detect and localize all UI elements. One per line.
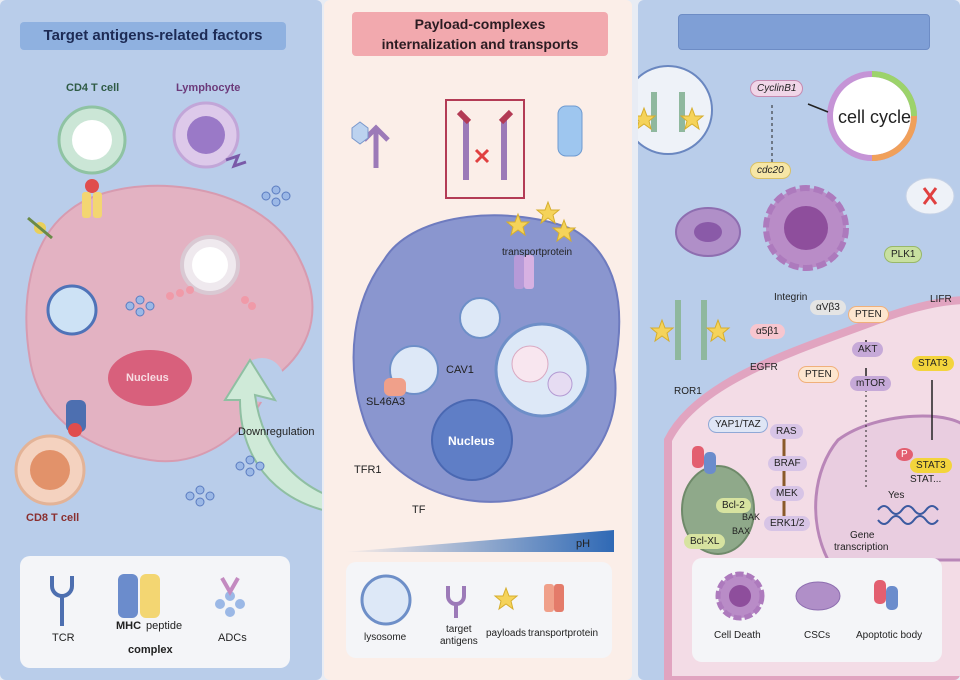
ph-gradient [344,530,614,552]
left-panel-illustration [14,101,322,511]
lysosome-icon [360,574,412,626]
test-tube [557,105,583,157]
legend-complex: complex [128,644,173,656]
a5b1-node: α5β1 [750,324,785,339]
legend-cell-death: Cell Death [714,630,761,641]
bclxl-node: Bcl-XL [684,534,726,549]
gene-transcription-line1: Gene [850,530,875,541]
vesicle-blue [46,284,98,336]
right-panel: CyclinB1 cell cycle cdc20 PLK1 Integrin … [638,0,960,680]
lymphocyte-label: Lymphocyte [176,82,241,94]
cd8-t-cell-label: CD8 T cell [26,512,80,524]
right-nucleus [814,414,960,562]
braf-node: BRAF [768,456,807,471]
downregulation-arrow [223,358,322,511]
ph-label: pH [576,538,591,550]
tcr-icon [50,576,74,626]
ror1-label: ROR1 [674,386,702,397]
stat3-nuclear-node: STAT3 [910,458,952,473]
bak-label: BAK [742,512,761,522]
phospho-badge: P [896,448,913,461]
ras-node: RAS [770,424,803,439]
avb3-node: αVβ3 [810,300,846,315]
sl46a3-label: SL46A3 [366,396,406,408]
csc-icon [795,581,841,611]
legend-tcr: TCR [52,632,75,644]
apoptotic-body-cluster [692,446,716,474]
transportprotein-label: transportprotein [502,247,573,258]
legend-apoptotic-body: Apoptotic body [856,630,923,641]
left-panel: Target antigens-related factors [0,0,322,680]
legend-target-line1: target [446,624,472,635]
cdc20-node: cdc20 [750,162,791,179]
pten-top-node: PTEN [848,306,889,323]
legend-peptide: peptide [146,620,183,632]
middle-nucleus [431,399,513,481]
cyclinb1-node: CyclinB1 [750,80,804,97]
akt-node: AKT [852,342,884,357]
bax-label: BAX [732,526,751,536]
sl46a3-transporter [384,378,406,396]
transportprotein-icon [544,584,554,612]
cav1-label: CAV1 [446,364,474,376]
legend-payloads: payloads [486,628,527,639]
middle-title-line2: internalization and transports [381,36,579,52]
antibody-inset [445,99,525,199]
mhc-icon [118,574,138,618]
downregulation-label: Downregulation [238,426,315,438]
plk1-node: PLK1 [884,246,923,263]
vesicle-top [459,297,501,339]
stat3-nuclear-node-2: STAT... [910,474,942,485]
right-panel-banner [678,14,930,50]
middle-legend: lysosome target antigens payloads transp… [346,562,612,658]
egfr-label: EGFR [750,362,778,373]
legend-cscs: CSCs [804,630,831,641]
left-panel-title: Target antigens-related factors [20,22,286,50]
yap-taz-node: YAP1/TAZ [708,416,768,433]
adc-icon [215,577,245,617]
mtor-node: mTOR [850,376,892,391]
stat3-node: STAT3 [912,356,954,371]
legend-mhc: MHC [116,620,142,632]
middle-title-line1: Payload-complexes [414,16,546,32]
gene-transcription-line2: transcription [834,542,889,553]
legend-target-line2: antigens [440,636,478,647]
middle-panel: Payload-complexes internalization and tr… [324,0,632,680]
left-nucleus-label: Nucleus [126,372,169,384]
target-antigen-icon [446,586,466,618]
tfr1-label: TFR1 [354,464,382,476]
legend-adcs: ADCs [218,632,247,644]
legend-transportprotein: transportprotein [528,628,599,639]
yes-label: Yes [888,490,905,501]
tf-label: TF [412,504,426,516]
bcl2-node: Bcl-2 [716,498,751,513]
payload-icon [493,586,519,611]
middle-panel-title: Payload-complexes internalization and tr… [352,12,608,56]
cell-cycle-label: cell cycle [838,107,912,127]
erk-node: ERK1/2 [764,516,811,531]
middle-panel-illustration [344,99,621,552]
mek-node: MEK [770,486,804,501]
lifr-label: LIFR [930,294,952,305]
tumor-cell-middle [352,214,621,503]
right-legend: Cell Death CSCs Apoptotic body [692,558,942,662]
pten-side-node: PTEN [798,366,839,383]
peptide-icon [140,574,160,618]
adc-magnifier [638,65,713,155]
integrin-label: Integrin [774,292,808,303]
middle-nucleus-label: Nucleus [448,434,495,448]
left-nucleus [108,350,192,406]
apoptotic-body-icon [874,580,898,610]
cd4-t-cell-label: CD4 T cell [66,82,120,94]
left-legend: TCR MHC peptide complex ADCs [20,556,290,668]
legend-lysosome: lysosome [364,632,407,643]
